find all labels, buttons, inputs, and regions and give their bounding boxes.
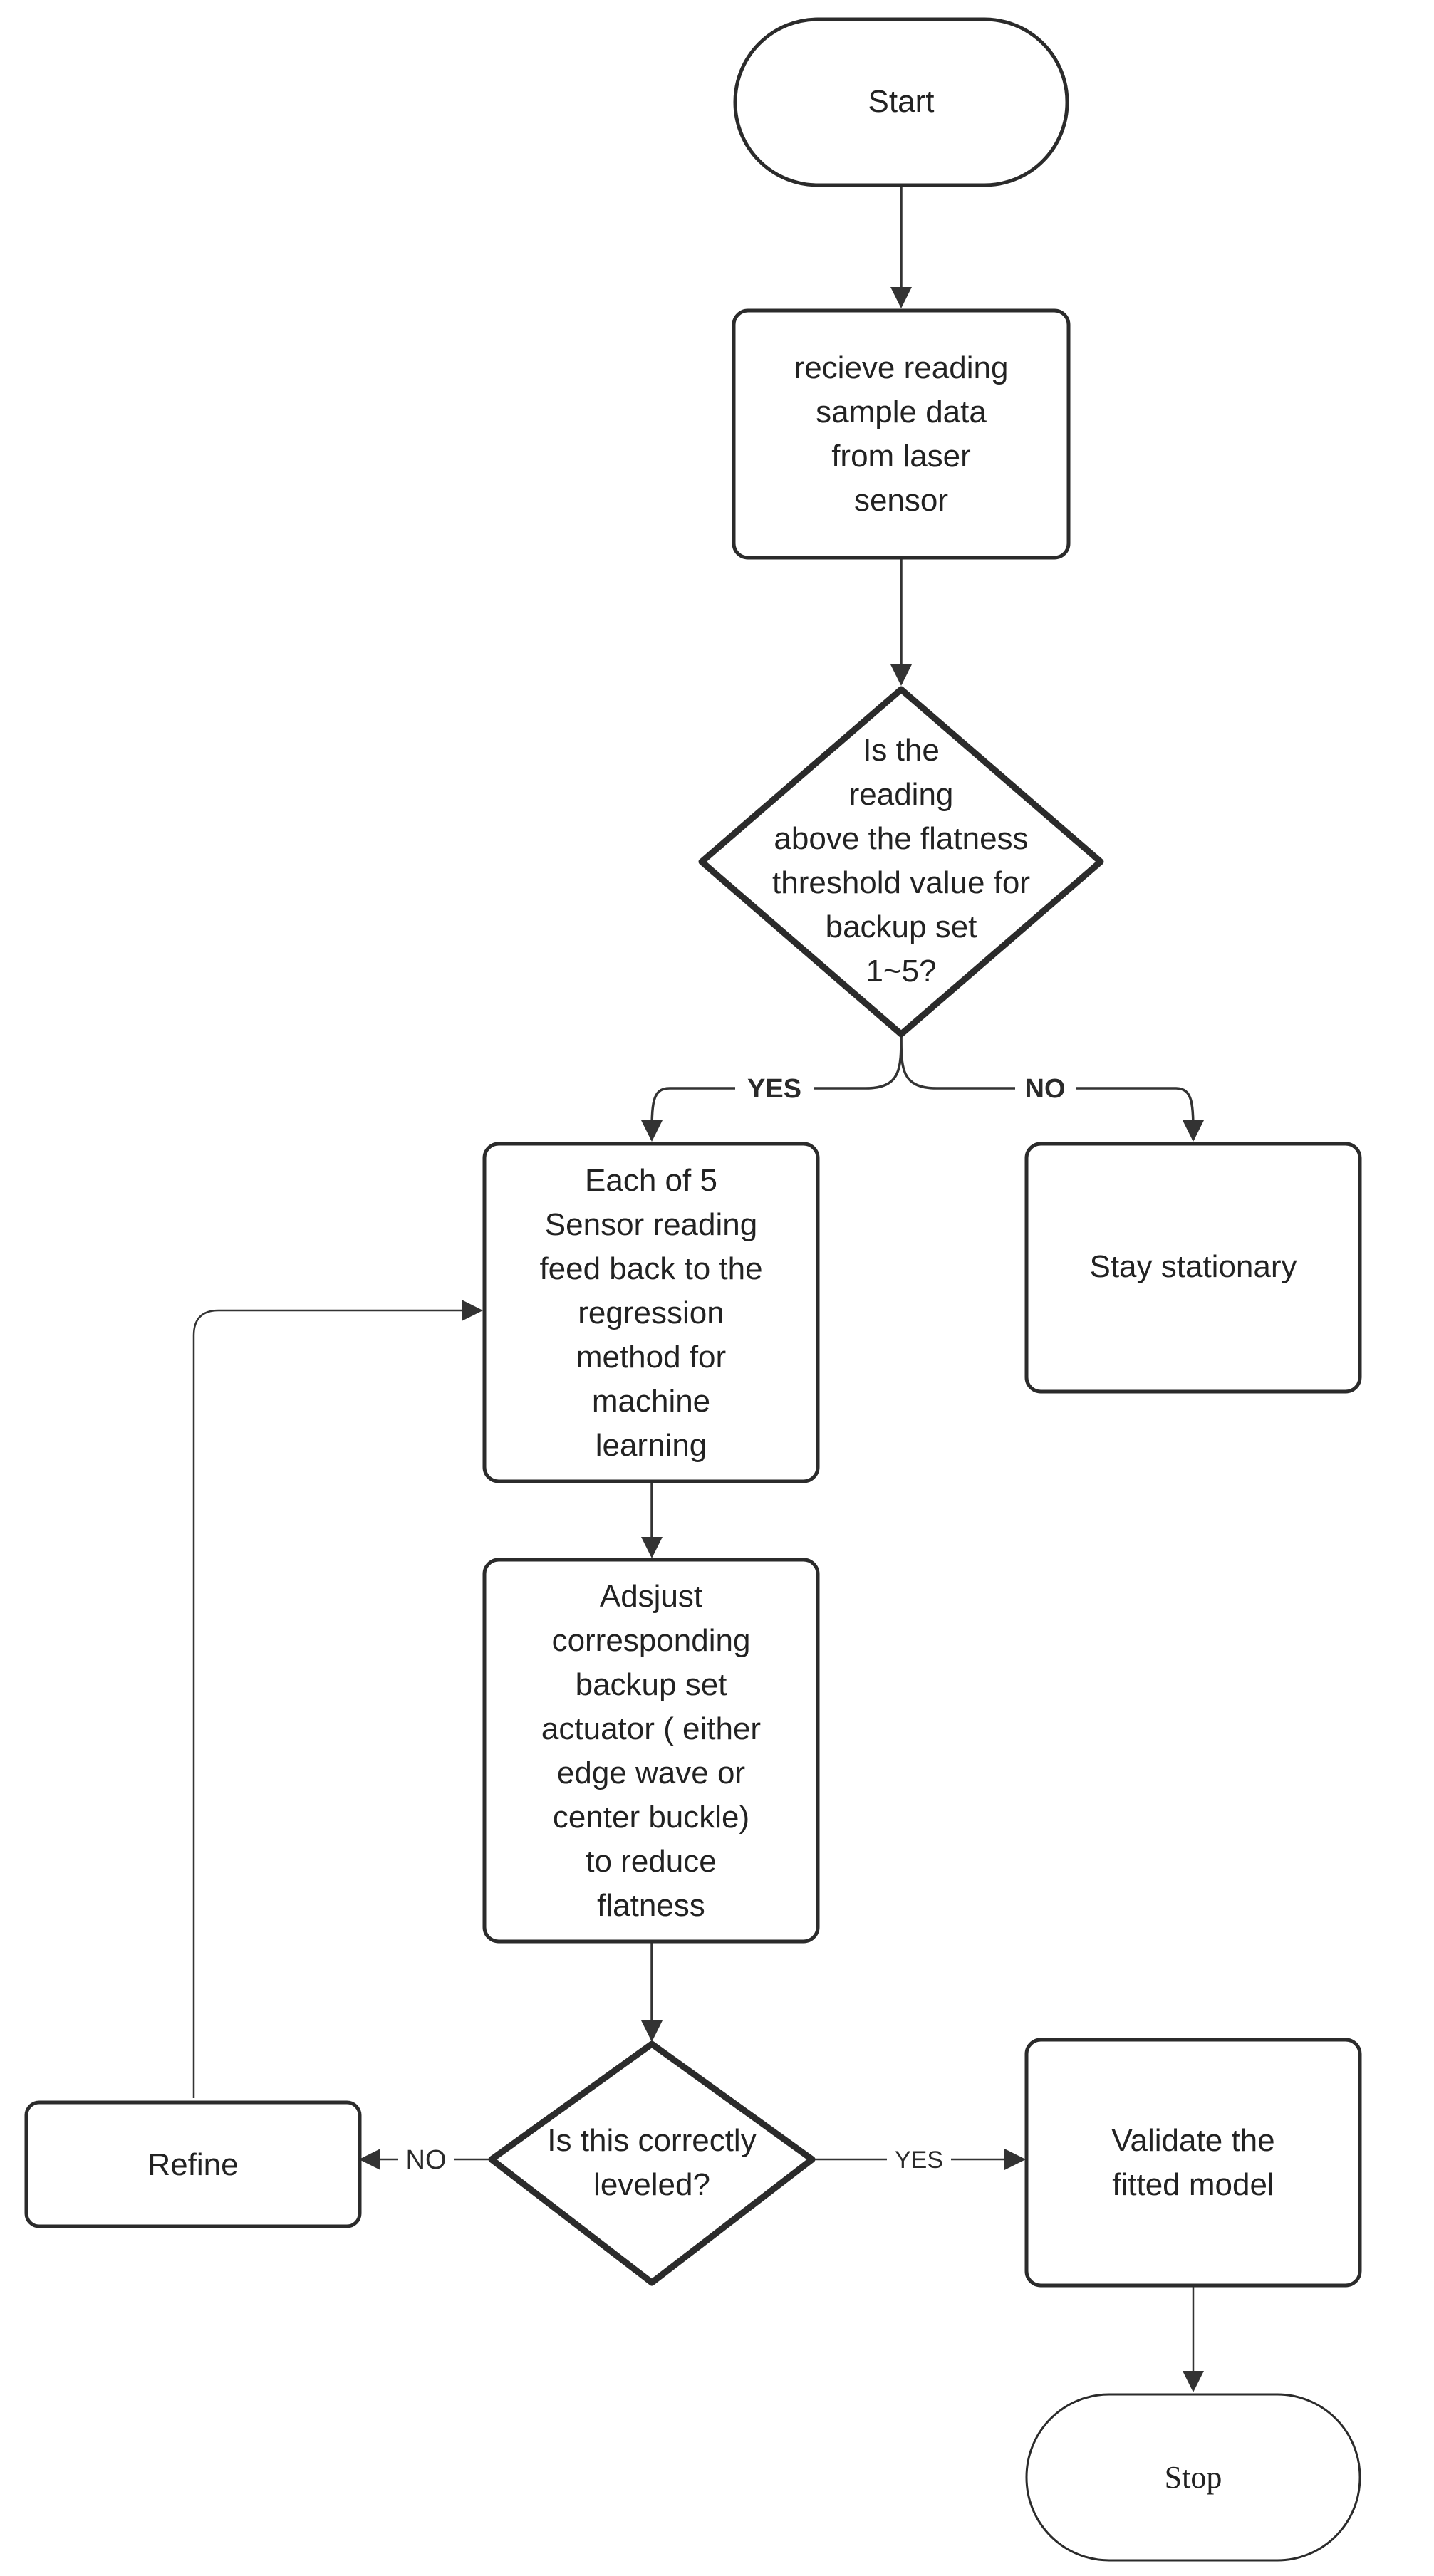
node-stationary: Stay stationary	[1024, 1142, 1362, 1394]
node-stop: Stop	[1025, 2393, 1361, 2562]
label-line: Validate the	[1111, 2123, 1274, 2158]
node-receive: recieve reading sample data from laser sens…	[732, 308, 1071, 560]
label-line: machine	[592, 1384, 710, 1419]
label-line: corresponding	[552, 1623, 751, 1658]
node-stop-label: Stop	[1165, 2460, 1222, 2495]
label-line: fitted model	[1112, 2167, 1274, 2202]
label-line: backup set	[826, 909, 977, 944]
label-line: above the flatness	[774, 821, 1028, 856]
edge-refine-loop	[192, 1300, 483, 2098]
label-line: Is the	[863, 733, 940, 768]
label-line: feed back to the	[539, 1251, 762, 1286]
node-adjust-label: Adsjust corresponding backup set actuator (…	[541, 1579, 761, 1923]
edge-labels: YES NO NO YES	[398, 1072, 1076, 2175]
label-line: leveled?	[593, 2167, 710, 2202]
edge-label-leveled-yes: YES	[895, 2147, 943, 2174]
label-line: method for	[576, 1340, 726, 1375]
label-line: center buckle)	[553, 1800, 749, 1835]
label-line: sample data	[816, 395, 987, 429]
label-line: Each of 5	[585, 1163, 717, 1198]
node-refine-label: Refine	[147, 2147, 238, 2182]
node-feedback: Each of 5 Sensor reading feed back to the r…	[482, 1142, 820, 1483]
node-feedback-label: Each of 5 Sensor reading feed back to the r…	[539, 1163, 762, 1463]
node-validate-label: Validate the fitted model	[1111, 2123, 1274, 2202]
label-line: Is this correctly	[547, 2123, 756, 2158]
label-line: regression	[578, 1295, 724, 1330]
label-line: threshold value for	[772, 865, 1030, 900]
edge-threshold-no	[900, 1034, 1204, 1142]
node-start: Start	[733, 17, 1069, 187]
label-line: actuator ( either	[541, 1711, 761, 1746]
node-start-label: Start	[868, 84, 935, 119]
label-line: Adsjust	[600, 1579, 702, 1614]
label-line: Stay stationary	[1089, 1249, 1297, 1284]
label-line: Stop	[1165, 2460, 1222, 2495]
label-line: backup set	[576, 1667, 727, 1702]
label-line: 1~5?	[866, 954, 936, 989]
node-threshold-label: Is the reading above the flatness threshold…	[772, 733, 1030, 989]
edge-label-threshold-yes: YES	[747, 1074, 801, 1104]
node-validate: Validate the fitted model	[1024, 2038, 1362, 2288]
connectors	[192, 187, 1204, 2392]
label-line: from laser	[831, 439, 971, 474]
label-line: sensor	[854, 483, 948, 518]
label-line: learning	[596, 1428, 707, 1463]
label-line: Start	[868, 84, 935, 119]
node-receive-label: recieve reading sample data from laser sens…	[794, 350, 1009, 518]
node-refine: Refine	[24, 2100, 362, 2228]
label-line: edge wave or	[557, 1756, 745, 1790]
label-line: recieve reading	[794, 350, 1009, 385]
node-adjust: Adsjust corresponding backup set actuator (…	[482, 1558, 820, 1944]
edge-label-threshold-no: NO	[1025, 1074, 1066, 1104]
label-line: to reduce	[586, 1844, 716, 1879]
edge-label-leveled-no: NO	[406, 2145, 447, 2175]
label-line: flatness	[597, 1888, 705, 1923]
label-line: Sensor reading	[545, 1207, 757, 1242]
node-threshold-decision: Is the reading above the flatness threshold…	[698, 686, 1104, 1038]
edge-threshold-yes	[641, 1034, 903, 1142]
node-stationary-label: Stay stationary	[1089, 1249, 1297, 1284]
label-line: Refine	[147, 2147, 238, 2182]
node-leveled-label: Is this correctly leveled?	[547, 2123, 756, 2202]
node-leveled-decision: Is this correctly leveled?	[488, 2040, 816, 2286]
label-line: reading	[849, 777, 954, 812]
